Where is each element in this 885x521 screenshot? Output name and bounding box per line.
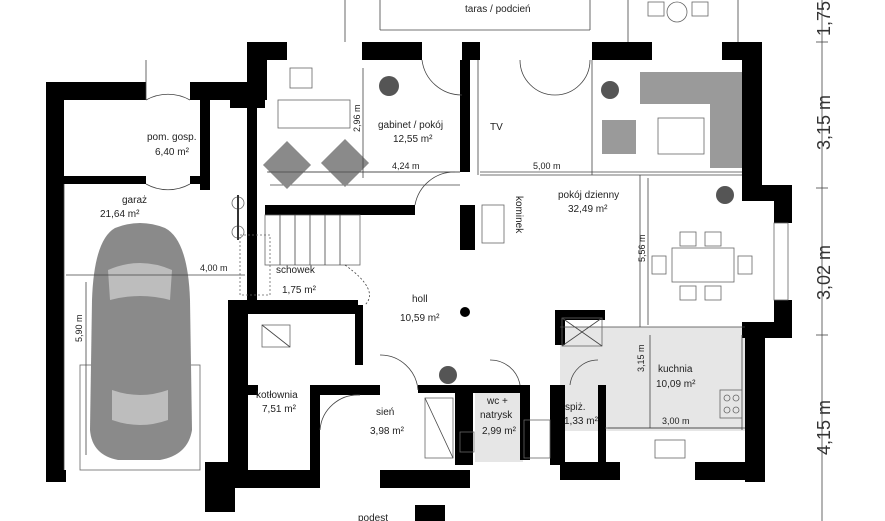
stairs <box>239 214 370 306</box>
area-kuchnia: 10,09 m² <box>656 379 696 390</box>
living-furniture <box>439 72 789 384</box>
dim-kuchnia-height: 3,15 m <box>636 344 646 372</box>
area-wc: 2,99 m² <box>482 426 517 437</box>
label-kotlownia: kotłownia <box>256 390 298 401</box>
terrace <box>344 0 739 42</box>
dim-gabinet-height: 2,96 m <box>352 104 362 132</box>
kitchen-floor <box>560 327 745 431</box>
boiler-icon <box>261 324 291 348</box>
area-holl: 10,59 m² <box>400 313 440 324</box>
label-wc-2: natrysk <box>480 410 513 421</box>
area-garaz: 21,64 m² <box>100 209 140 220</box>
fireplace-icon <box>481 204 505 244</box>
area-pom-gosp: 6,40 m² <box>155 147 190 158</box>
dim-kuchnia-width: 3,00 m <box>662 416 690 426</box>
label-gabinet: gabinet / pokój <box>378 120 443 131</box>
doors <box>145 59 599 431</box>
label-wc-1: wc + <box>486 396 508 407</box>
car-icon <box>79 223 201 471</box>
side-dim-3: 3,02 m <box>814 245 834 300</box>
side-dim-4: 4,15 m <box>814 400 834 455</box>
shower-icon <box>523 419 551 459</box>
dim-garaz-width: 4,00 m <box>200 263 228 273</box>
kitchen-furniture <box>561 317 743 459</box>
side-dim-2: 3,15 m <box>814 95 834 150</box>
cabinet-icon <box>424 397 454 459</box>
study-furniture <box>262 67 399 190</box>
washbasin-icon <box>459 431 475 453</box>
wc-floor <box>475 390 523 462</box>
label-pokoj-dzienny: pokój dzienny <box>558 190 619 201</box>
area-schowek: 1,75 m² <box>282 285 317 296</box>
label-sien: sień <box>376 407 394 418</box>
lamp-icon <box>460 307 470 317</box>
label-kuchnia: kuchnia <box>658 364 693 375</box>
side-dim-1: 1,75 m <box>814 0 834 36</box>
label-garaz: garaż <box>122 195 147 206</box>
label-schowek: schowek <box>276 265 316 276</box>
label-spiz: spiż. <box>565 402 586 413</box>
label-pom-gosp: pom. gosp. <box>147 132 196 143</box>
dim-pokoj-width: 5,00 m <box>533 161 561 171</box>
label-kominek: kominek <box>513 196 524 234</box>
dim-pokoj-height: 5,56 m <box>637 234 647 262</box>
dim-garaz-height: 5,90 m <box>74 314 84 342</box>
area-gabinet: 12,55 m² <box>393 134 433 145</box>
label-taras: taras / podcień <box>465 4 531 15</box>
label-podest: podest <box>358 513 388 521</box>
dim-gabinet-width: 4,24 m <box>392 161 420 171</box>
area-spiz: 1,33 m² <box>564 416 599 427</box>
area-kotlownia: 7,51 m² <box>262 404 297 415</box>
walls <box>46 42 792 521</box>
area-pokoj-dzienny: 32,49 m² <box>568 204 608 215</box>
label-holl: holl <box>412 294 428 305</box>
dimension-lines <box>66 0 828 521</box>
bicycle-icon <box>231 195 245 240</box>
label-tv: TV <box>490 122 503 133</box>
area-sien: 3,98 m² <box>370 426 405 437</box>
